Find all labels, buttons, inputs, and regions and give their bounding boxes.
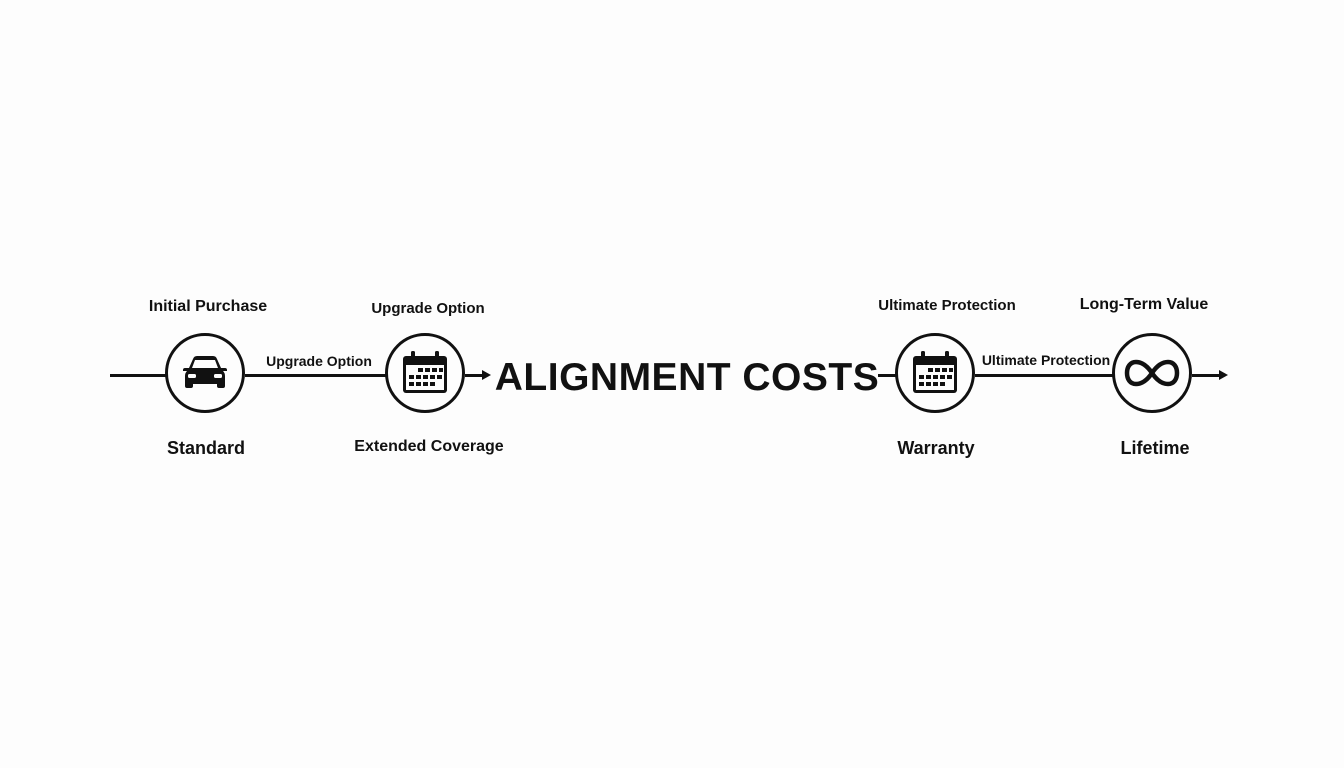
- node-extended-top-label: Upgrade Option: [371, 300, 485, 317]
- edge-warranty-to-lifetime-label: Ultimate Protection: [981, 352, 1111, 368]
- node-extended-bottom-label: Extended Coverage: [354, 438, 504, 455]
- node-lifetime-top-label: Long-Term Value: [1079, 296, 1209, 313]
- node-standard: [165, 333, 245, 413]
- exit-line-lifetime: [1192, 374, 1220, 377]
- entry-line-warranty: [878, 374, 898, 377]
- edge-standard-to-extended: [245, 374, 388, 377]
- edge-warranty-to-lifetime: [975, 374, 1115, 377]
- car-icon: [183, 356, 227, 388]
- arrow-head-icon: [1219, 370, 1228, 380]
- node-warranty: [895, 333, 975, 413]
- node-extended-coverage: [385, 333, 465, 413]
- node-warranty-top-label: Ultimate Protection: [878, 297, 1016, 314]
- exit-line-extended: [465, 374, 483, 377]
- calendar-icon: [403, 351, 447, 393]
- node-lifetime-bottom-label: Lifetime: [1120, 438, 1190, 458]
- edge-standard-to-extended-label: Upgrade Option: [266, 353, 372, 369]
- node-lifetime: [1112, 333, 1192, 413]
- node-warranty-bottom-label: Warranty: [897, 438, 975, 458]
- infinity-icon: [1124, 359, 1180, 387]
- calendar-icon: [913, 351, 957, 393]
- diagram-title: ALIGNMENT COSTS: [494, 356, 880, 399]
- entry-line: [110, 374, 168, 377]
- arrow-head-icon: [482, 370, 491, 380]
- node-standard-top-label: Initial Purchase: [148, 298, 268, 315]
- node-standard-bottom-label: Standard: [166, 438, 246, 458]
